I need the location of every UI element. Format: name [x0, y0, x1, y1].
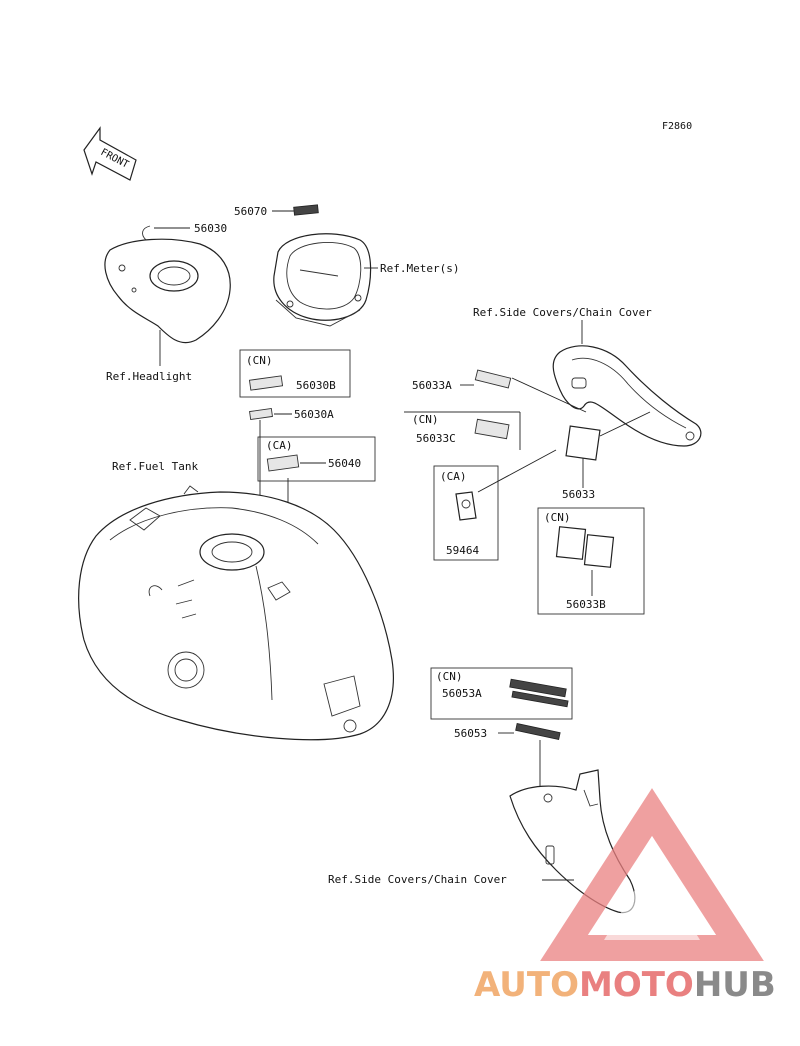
box-cn-56033b [537, 507, 645, 615]
automotohub-watermark: AUTOMOTOHUB [474, 788, 776, 1005]
part-56053: 56053 [454, 727, 487, 740]
label-56033b-left [555, 526, 587, 560]
ref-headlight: Ref.Headlight [106, 370, 192, 383]
fuel-tank [78, 485, 394, 741]
tag-cn-56033c: (CN) [412, 413, 439, 426]
label-56033 [565, 425, 601, 461]
box-ca-56040 [257, 436, 376, 482]
ref-side-covers-bottom: Ref.Side Covers/Chain Cover [328, 873, 507, 886]
side-cover-top [552, 345, 702, 447]
tag-cn-56033b: (CN) [544, 511, 571, 524]
ref-meter: Ref.Meter(s) [380, 262, 459, 275]
meter-unit [273, 233, 372, 327]
label-56033c [474, 418, 510, 440]
part-59464: 59464 [446, 544, 479, 557]
label-56053a-1 [509, 678, 567, 698]
part-56033b: 56033B [566, 598, 606, 611]
part-56030a: 56030A [294, 408, 334, 421]
part-56070: 56070 [234, 205, 267, 218]
front-arrow-icon: FRONT [83, 126, 137, 181]
label-56030b [248, 375, 284, 391]
tag-ca-56040: (CA) [266, 439, 293, 452]
tag-cn-56053a: (CN) [436, 670, 463, 683]
part-56030: 56030 [194, 222, 227, 235]
part-56053a: 56053A [442, 687, 482, 700]
label-56053 [515, 723, 561, 740]
part-56040: 56040 [328, 457, 361, 470]
svg-text:AUTOMOTOHUB: AUTOMOTOHUB [474, 965, 776, 1005]
ref-fuel-tank: Ref.Fuel Tank [112, 460, 198, 473]
part-56030b: 56030B [296, 379, 336, 392]
label-56040 [266, 454, 300, 472]
label-56033a [474, 369, 512, 389]
tag-ca-59464: (CA) [440, 470, 467, 483]
watermark-part2: MOTO [579, 965, 694, 1005]
label-56033b-right [583, 534, 615, 568]
label-56053a-2 [511, 690, 569, 708]
watermark-part3: HUB [694, 965, 776, 1005]
part-56033c: 56033C [416, 432, 456, 445]
diagram-code: F2860 [662, 121, 692, 132]
box-cn-56030b [239, 349, 351, 398]
box-cn-56053a [430, 667, 573, 720]
box-ca-59464 [433, 465, 499, 561]
label-59464 [455, 491, 477, 521]
ref-side-covers-top: Ref.Side Covers/Chain Cover [473, 306, 652, 319]
part-56033: 56033 [562, 488, 595, 501]
label-56070 [293, 204, 319, 216]
watermark-part1: AUTO [474, 965, 579, 1005]
watermark-triangle-icon [540, 788, 764, 961]
part-56033a: 56033A [412, 379, 452, 392]
tag-cn-56030b: (CN) [246, 354, 273, 367]
label-56030a [249, 407, 273, 421]
headlight-housing [104, 225, 231, 344]
